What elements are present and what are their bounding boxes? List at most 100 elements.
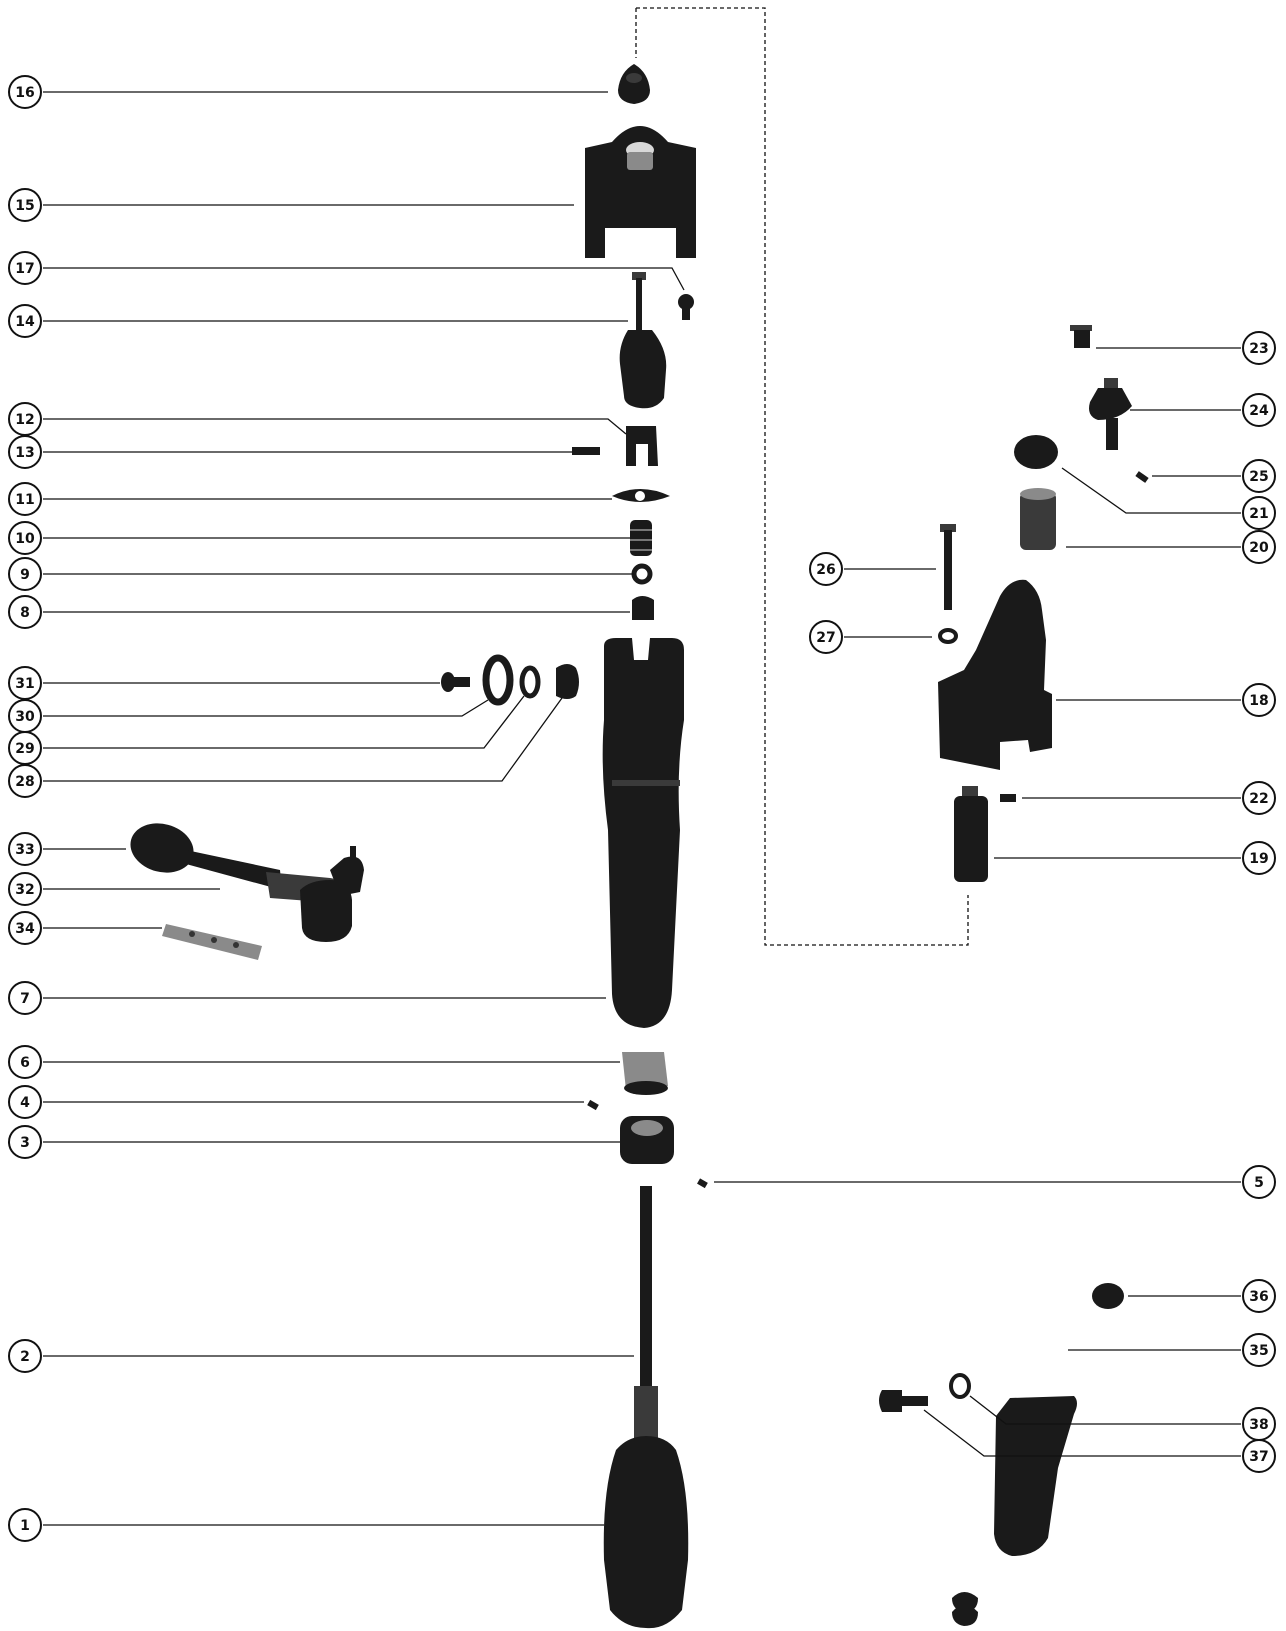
callout-19: 19 [1242,841,1276,875]
callout-number-9: 9 [20,567,30,583]
callout-circle-28 [8,764,42,798]
callout-31: 31 [8,666,42,700]
part-23-bolt [1070,325,1092,348]
callout-16: 16 [8,75,42,109]
part-5-pin [697,1178,708,1189]
part-34-plate [162,924,262,960]
callout-number-4: 4 [20,1095,30,1111]
callout-1: 1 [8,1508,42,1542]
callout-number-21: 21 [1249,506,1268,522]
callout-circle-37 [1242,1439,1276,1473]
callout-number-27: 27 [816,630,835,646]
callout-circle-27 [809,620,843,654]
part-19-sleeve [954,786,988,882]
callout-32: 32 [8,872,42,906]
part-26-bolt [940,524,956,610]
part-7-tube [602,638,684,1028]
callout-28: 28 [8,764,42,798]
callout-number-25: 25 [1249,469,1268,485]
part-2-rod [634,1186,658,1444]
callout-number-17: 17 [15,261,34,277]
dashed-connection-line [636,7,969,946]
callout-number-36: 36 [1249,1289,1268,1305]
callout-circle-35 [1242,1333,1276,1367]
part-15-bracket [585,126,696,258]
callout-34: 34 [8,911,42,945]
part-18-housing [938,579,1052,770]
part-17-screw [678,294,694,320]
callout-circle-3 [8,1125,42,1159]
callout-circle-9 [8,557,42,591]
callout-6: 6 [8,1045,42,1079]
callout-number-22: 22 [1249,791,1268,807]
callout-18: 18 [1242,683,1276,717]
part-1-handle [603,1436,689,1629]
callout-3: 3 [8,1125,42,1159]
callout-2: 2 [8,1339,42,1373]
callout-5: 5 [1242,1165,1276,1199]
callout-circle-19 [1242,841,1276,875]
callout-circle-1 [8,1508,42,1542]
leader-line-17 [43,267,685,291]
callout-21: 21 [1242,496,1276,530]
part-31-screw [441,672,470,692]
callout-number-13: 13 [15,445,34,461]
callout-number-12: 12 [15,412,34,428]
part-25-pin [1135,471,1149,483]
callout-circle-36 [1242,1279,1276,1313]
callout-13: 13 [8,435,42,469]
callout-number-8: 8 [20,605,30,621]
callout-26: 26 [809,552,843,586]
callout-number-38: 38 [1249,1417,1268,1433]
callout-number-28: 28 [15,774,34,790]
callout-circle-14 [8,304,42,338]
callout-circle-33 [8,832,42,866]
callout-circle-7 [8,981,42,1015]
part-11-wing-washer [612,489,670,502]
callout-number-19: 19 [1249,851,1268,867]
part-6-bushing [622,1052,668,1095]
part-35-38-assembly [879,1283,1124,1612]
callout-23: 23 [1242,331,1276,365]
callout-29: 29 [8,731,42,765]
leader-line-12 [43,418,627,435]
callout-number-31: 31 [15,676,34,692]
callout-number-20: 20 [1249,540,1269,556]
part-10-spring [630,520,652,556]
callout-number-15: 15 [15,198,34,214]
callout-number-6: 6 [20,1055,30,1071]
callout-4: 4 [8,1085,42,1119]
leader-lines [43,91,1241,1526]
part-30-washer [482,654,514,706]
callout-number-18: 18 [1249,693,1268,709]
callout-30: 30 [8,699,42,733]
part-38-ring [949,1373,971,1399]
part-22-pin [1000,794,1016,802]
callout-24: 24 [1242,393,1276,427]
callout-number-14: 14 [15,314,35,330]
callout-20: 20 [1242,530,1276,564]
part-16-cap [618,64,650,104]
part-14-shaft [619,272,667,409]
part-27-washer [938,628,958,644]
callout-37: 37 [1242,1439,1276,1473]
callout-number-3: 3 [20,1135,30,1151]
callout-number-11: 11 [15,492,34,508]
leader-line-28 [43,697,563,782]
callout-number-35: 35 [1249,1343,1268,1359]
callout-circle-25 [1242,459,1276,493]
callout-number-7: 7 [20,991,30,1007]
callout-number-5: 5 [1254,1175,1264,1191]
part-29-ring [519,665,541,699]
callout-number-34: 34 [15,921,35,937]
callout-25: 25 [1242,459,1276,493]
callout-36: 36 [1242,1279,1276,1313]
callout-7: 7 [8,981,42,1015]
part-28-cap [556,664,579,699]
part-4-pin [587,1099,599,1111]
callout-8: 8 [8,595,42,629]
part-8-bushing [632,596,654,620]
part-13-pin [572,447,600,455]
